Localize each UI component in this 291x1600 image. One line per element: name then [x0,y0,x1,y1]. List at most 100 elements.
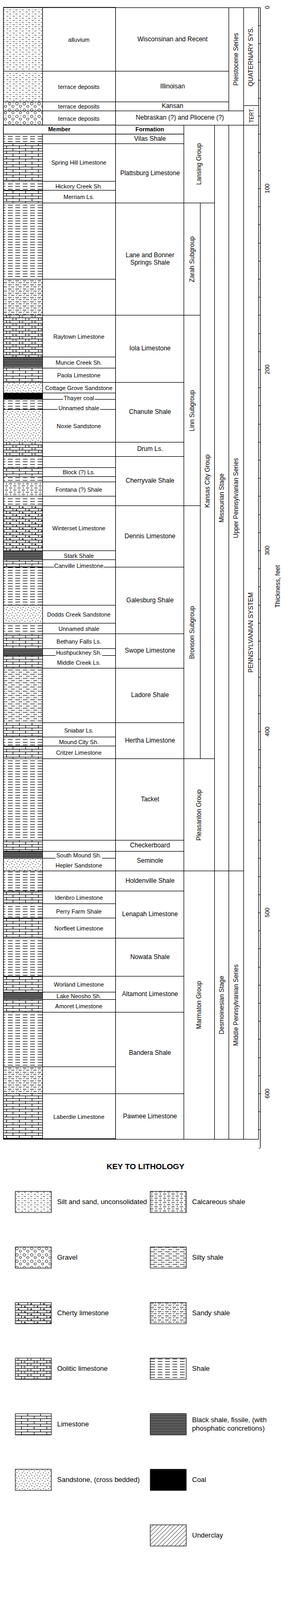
lithology-fill [3,382,43,394]
scale-tick [258,876,261,877]
header-label: Formation [135,125,165,133]
formation-cell: Wisconsinan and Recent [115,7,230,72]
swatch-fill [15,1190,52,1213]
boundary-line [3,278,116,280]
member-name: Middle Creek Ls. [56,659,102,666]
swatch-fill [15,1468,52,1490]
boundary-line [3,1011,116,1013]
formation-cell: Lenapah Limestone [115,890,185,939]
lithology-fill [3,278,43,315]
unit-name: Plattsburg Limestone [120,169,180,177]
unit-name: Missourian Stage [218,473,226,523]
swatch-fill [15,1302,52,1324]
lithology-fill [3,998,43,1012]
scale-tick [258,713,261,714]
scale-tick [258,676,261,678]
legend-text: Oolitic limestone [57,1363,108,1373]
lithology-fill [3,736,43,746]
member-name: Hepler Sandstone [55,861,103,869]
boundary-line [3,1066,116,1067]
member-name: Thayer coal [43,392,115,403]
legend-swatch [14,1246,52,1269]
unit-name: Tacket [140,795,160,803]
header-row [3,124,185,134]
lithology-fill [3,839,43,851]
lithology-fill [3,1093,43,1139]
boundary-line [3,398,116,400]
member-name: Bethany Falls Ls. [43,635,115,646]
legend-text: Coal [192,1475,207,1484]
formation-cell: Iola Limestone [115,314,185,383]
legend-text: Sandstone, (cross bedded) [57,1475,140,1484]
scale-tick [258,948,261,949]
member-name: Critzer Limestone [55,749,103,756]
unit-name: Hertha Limestone [124,737,176,744]
legend-swatch [14,1412,52,1435]
member-name: Canville Limestone [43,560,115,570]
boundary-line [3,998,116,1000]
header-label: Member [3,124,116,134]
unit-name: Lane and Bonner Springs Shale [117,251,183,266]
unit-band: Marmaton Group [183,870,216,1140]
lithology-fill [3,890,43,904]
member-name: Perry Farm Shale [55,907,103,915]
unit-name: Kansas City Group [204,453,212,508]
boundary-line [3,202,116,204]
member-name: Paola Limestone [43,369,115,380]
swatch-fill [150,1246,187,1268]
formation-cell: Seminole [115,850,185,871]
legend-swatch [14,1357,52,1380]
legend-item: Underclay [149,1523,289,1547]
lithology-fill [3,722,43,737]
boundary-line [3,70,116,72]
member-name: Thayer coal [62,394,95,402]
boundary-line [3,937,116,939]
boundary-line [3,758,116,759]
member-name: Merriam Ls. [62,193,95,200]
member-name: Block (?) Ls. [61,468,96,476]
header-label: Member [48,125,71,133]
lithology-fill [3,133,43,143]
legend-item: Coal [149,1468,289,1491]
member-name: terrace deposits [57,83,100,90]
lithology-fill [3,991,43,999]
member-name: Sniabar Ls. [43,724,115,735]
scale-tick [258,785,261,787]
legend-swatch [14,1190,52,1213]
unit-name: Desmoinesian Stage [218,975,226,1035]
unit-band: Pleasanton Group [183,758,216,871]
member-name: Unnamed shale [43,623,115,633]
legend-item: Sandstone, (cross bedded) [14,1468,148,1491]
scale-tick [258,387,261,388]
swatch-fill [15,1246,52,1268]
member-name: Norfleet Limestone [53,924,104,932]
boundary-line [3,110,116,112]
boundary-line [3,467,116,468]
member-name: alluvium [43,34,115,44]
swatch-fill [150,1190,187,1213]
member-name: South Mound Sh. [55,851,102,859]
member-name: alluvium [67,36,90,43]
boundary-line [3,476,116,477]
member-name: Lake Neosho Sh. [56,992,102,999]
lithology-fill [3,745,43,759]
unit-name: Iola Limestone [129,344,171,352]
member-name: Lake Neosho Sh. [43,990,115,1000]
scale-tick [258,477,261,479]
boundary-line [3,189,116,191]
member-name: Amoret Limestone [54,1002,103,1009]
lithology-fill [3,356,43,368]
member-name: Muncie Creek Sh. [55,359,103,366]
lithology-fill [3,648,43,656]
axis-title: Thickness, feet [274,565,283,608]
scale-tick [258,894,261,895]
unit-name: Pleistocene Series [232,32,240,86]
boundary-line [3,495,116,497]
formation-cell: Drum Ls. [115,441,185,457]
scale-number: 0 [264,5,271,9]
formation-cell: Lane and Bonner Springs Shale [115,202,185,316]
boundary-line [3,917,116,918]
scale-tick [258,1075,261,1076]
legend-text: Calcareous shale [192,1197,245,1206]
